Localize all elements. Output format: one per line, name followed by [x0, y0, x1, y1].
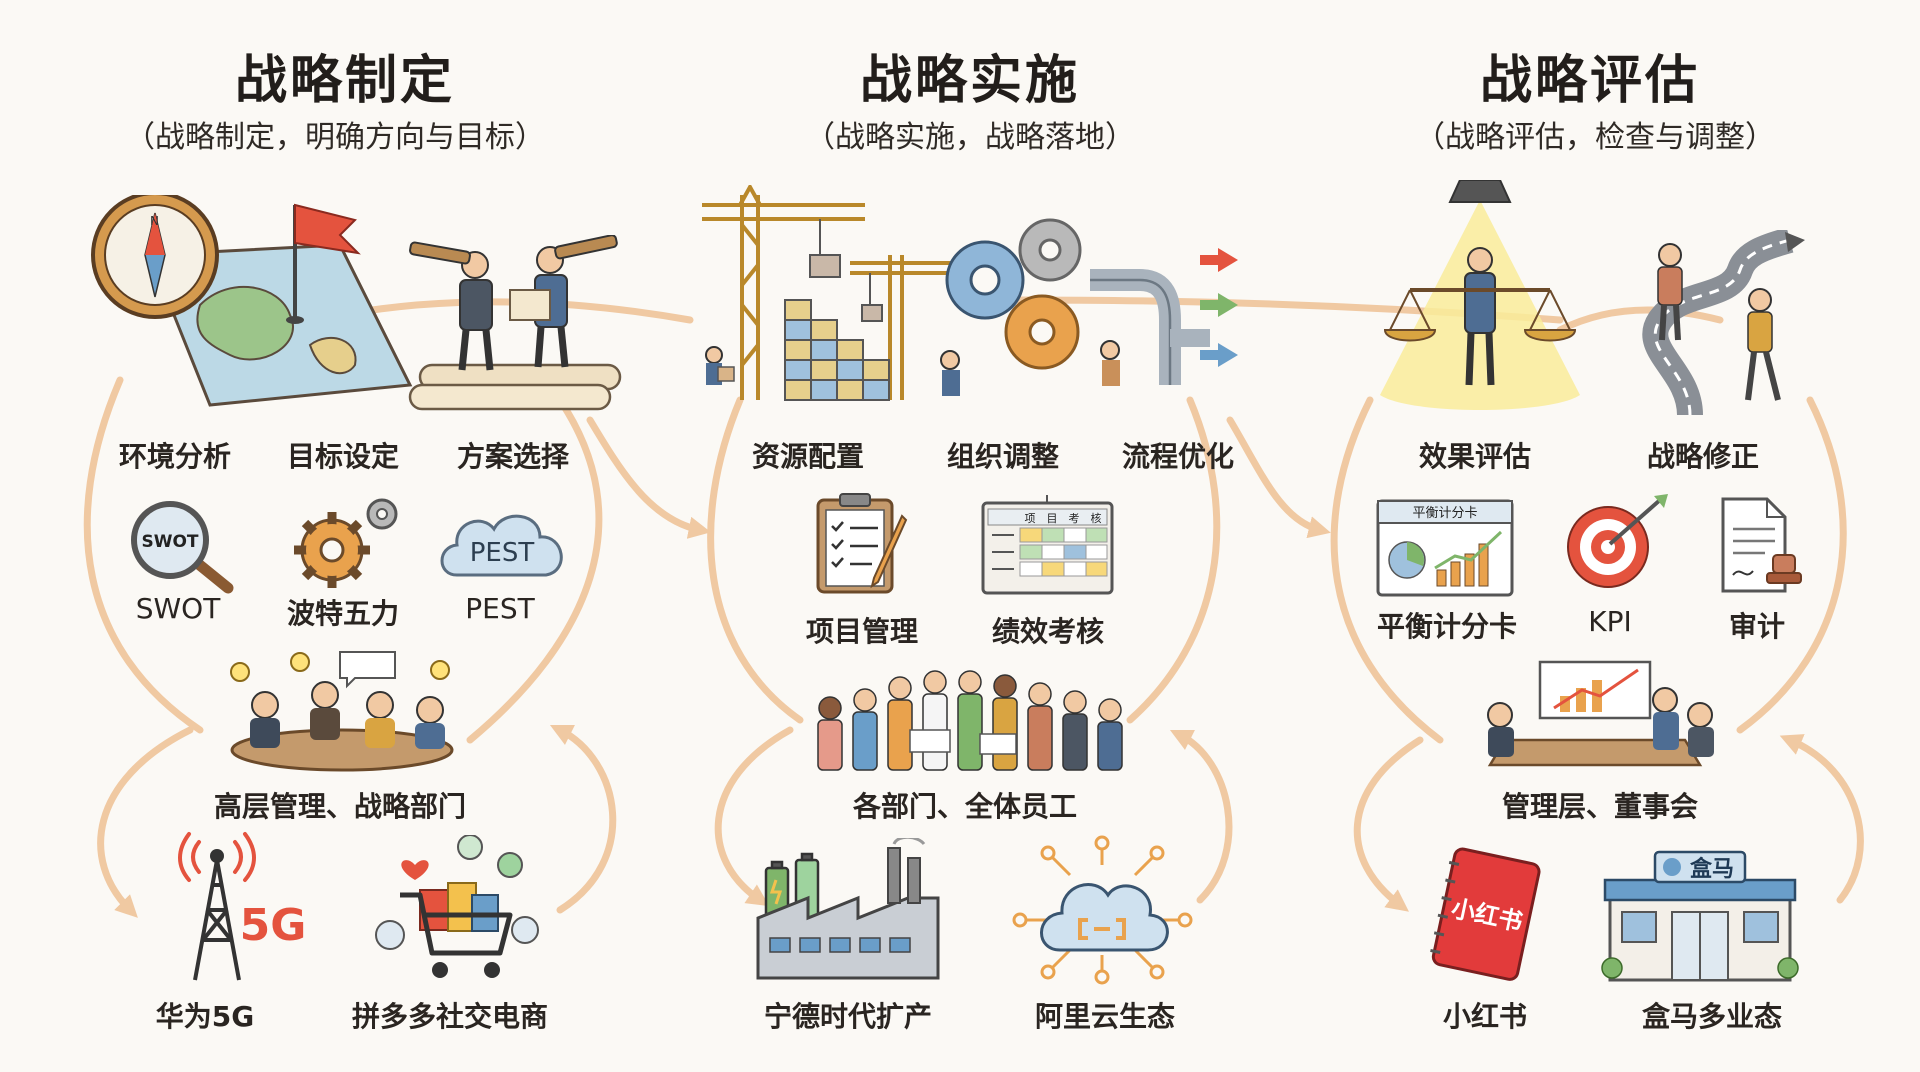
performance-table-icon: 项 目 考 核	[981, 495, 1114, 595]
tool-balanced-scorecard: 平衡计分卡	[1376, 610, 1518, 643]
red-notebook-icon: 小红书	[1430, 847, 1541, 981]
svg-text:N: N	[150, 214, 159, 228]
clipboard-checklist-icon	[816, 493, 908, 594]
5g-badge-text: 5G	[240, 900, 305, 951]
magnifier-swot-icon: SWOT	[131, 501, 234, 594]
all-employees-icon	[817, 670, 1123, 771]
loop-arrow-up-3	[1779, 734, 1864, 904]
store-badge-text: 盒马	[1689, 856, 1734, 882]
telescope-planners-icon	[408, 235, 622, 411]
cloud-pest-icon: PEST	[440, 514, 563, 577]
swot-badge-text: SWOT	[141, 532, 198, 552]
step-plan-selection: 方案选择	[456, 440, 570, 473]
connector-arrow-1-2	[586, 416, 711, 539]
tool-swot: SWOT	[135, 592, 221, 625]
table-header-0: 项	[1025, 512, 1036, 525]
column-title-implementation: 战略实施	[859, 51, 1080, 111]
actors-evaluation: 管理层、董事会	[1501, 790, 1699, 823]
compass-map-icon: N	[91, 195, 413, 407]
column-title-evaluation: 战略评估	[1479, 51, 1700, 111]
step-goal-setting: 目标设定	[286, 440, 400, 473]
tool-project-management: 项目管理	[805, 615, 919, 648]
column-subtitle-formulation: （战略制定，明确方向与目标）	[125, 120, 545, 155]
step-org-adjustment: 组织调整	[946, 440, 1060, 473]
balanced-scorecard-icon: 平衡计分卡	[1376, 499, 1514, 597]
cloud-network-icon	[1012, 835, 1193, 985]
column-subtitle-implementation: （战略实施，战略落地）	[805, 120, 1135, 155]
actors-formulation: 高层管理、战略部门	[213, 790, 467, 823]
column-subtitle-evaluation: （战略评估，检查与调整）	[1415, 120, 1775, 155]
case-pinduoduo: 拼多多社交电商	[351, 1000, 549, 1033]
loop-arrow-up-1	[549, 724, 617, 914]
tool-porter-five-forces: 波特五力	[286, 597, 400, 630]
kpi-target-icon	[1567, 494, 1668, 588]
actors-implementation: 各部门、全体员工	[852, 790, 1078, 823]
gears-pipes-icon	[940, 218, 1238, 396]
construction-cranes-icon	[702, 185, 955, 401]
battery-factory-icon	[756, 838, 940, 980]
case-xiaohongshu: 小红书	[1442, 1000, 1528, 1033]
tool-audit: 审计	[1728, 610, 1786, 643]
step-resource-allocation: 资源配置	[751, 440, 865, 473]
board-meeting-icon	[1487, 660, 1714, 767]
case-hema: 盒马多业态	[1641, 1000, 1783, 1033]
case-catl-expansion: 宁德时代扩产	[763, 1000, 933, 1033]
table-header-1: 目	[1047, 512, 1058, 525]
column-title-formulation: 战略制定	[234, 51, 455, 111]
connector-arrow-2-3	[1226, 416, 1331, 539]
case-alibaba-cloud: 阿里云生态	[1034, 1000, 1176, 1033]
table-header-3: 核	[1091, 511, 1102, 525]
step-environment-analysis: 环境分析	[118, 440, 232, 473]
shopping-cart-icon	[375, 835, 539, 978]
tool-pest: PEST	[465, 592, 535, 625]
step-process-optimization: 流程优化	[1121, 440, 1235, 473]
audit-document-icon	[1721, 497, 1802, 593]
case-huawei-5g: 华为5G	[155, 1000, 255, 1033]
tool-performance-review: 绩效考核	[991, 615, 1105, 648]
5g-tower-icon: 5G	[178, 832, 305, 981]
step-strategy-correction: 战略修正	[1646, 440, 1760, 473]
gears-icon	[294, 498, 398, 588]
executive-meeting-icon	[230, 651, 454, 772]
tool-kpi: KPI	[1588, 605, 1632, 638]
scorecard-title-text: 平衡计分卡	[1412, 506, 1477, 521]
pest-badge-text: PEST	[470, 538, 535, 568]
hema-store-icon: 盒马	[1601, 850, 1799, 982]
spotlight-scales-icon	[1380, 180, 1580, 410]
road-correction-icon	[1642, 230, 1805, 415]
step-effect-evaluation: 效果评估	[1418, 440, 1532, 473]
table-header-2: 考	[1069, 512, 1080, 525]
loop-arrow-down-3	[1353, 736, 1424, 912]
